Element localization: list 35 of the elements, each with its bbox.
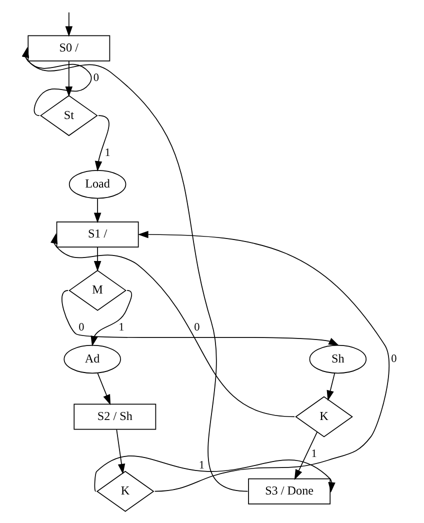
edge-label: 1: [198, 459, 204, 472]
arrow: [22, 47, 92, 116]
arrow: [50, 233, 294, 418]
node-box: S0 /: [27, 35, 110, 62]
node-ellipse: Ad: [63, 344, 120, 374]
edge-label: 1: [118, 322, 124, 334]
edge-label: 1: [104, 146, 110, 159]
arrow: [137, 230, 390, 492]
edge-label: 1: [310, 448, 316, 460]
node-box: S3 / Done: [248, 478, 330, 504]
node-diamond: St: [39, 95, 98, 136]
arrow: [93, 246, 101, 272]
edge-label: 0: [390, 353, 396, 366]
edge-label: 0: [78, 322, 84, 334]
arrow: [94, 456, 335, 493]
arrow: [64, 12, 72, 37]
arrow: [61, 290, 339, 346]
node-diamond: K: [96, 470, 154, 512]
node-diamond: K: [294, 396, 352, 438]
arrow: [22, 47, 248, 492]
arrow: [93, 198, 101, 224]
edge-label: 0: [92, 72, 99, 84]
arrow: [326, 372, 335, 401]
edge-label: 0: [194, 322, 200, 334]
node-box: S1 /: [56, 221, 138, 248]
node-ellipse: Load: [68, 170, 126, 199]
arrow: [94, 115, 109, 172]
arrow: [294, 432, 318, 480]
node-ellipse: Sh: [308, 344, 366, 374]
arrow: [64, 60, 72, 97]
arrow: [116, 429, 125, 474]
node-diamond: M: [68, 270, 126, 311]
node-box: S2 / Sh: [73, 404, 156, 430]
arrow: [96, 372, 110, 406]
arrow: [90, 290, 132, 346]
